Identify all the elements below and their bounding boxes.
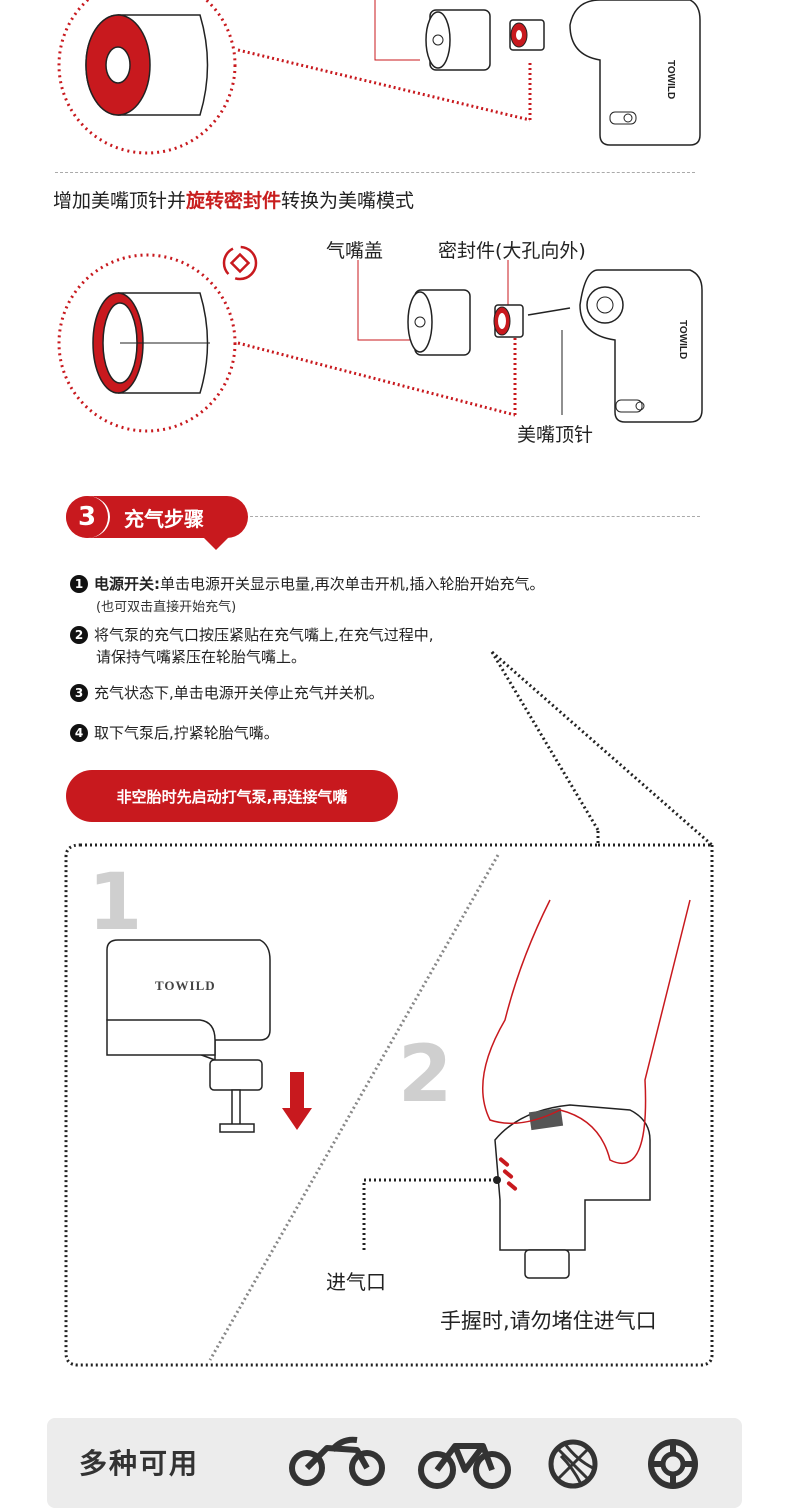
svg-text:TOWILD: TOWILD bbox=[665, 60, 676, 99]
step-text: 充气状态下,单击电源开关停止充气并关机。 bbox=[94, 684, 384, 702]
step-text: 将气泵的充气口按压紧贴在充气嘴上,在充气过程中, bbox=[94, 626, 434, 644]
step-item-4: 4 取下气泵后,拧紧轮胎气嘴。 bbox=[70, 722, 279, 744]
steps-badge-number: 3 bbox=[66, 496, 110, 538]
steps-badge: 3 充气步骤 bbox=[66, 496, 248, 538]
steps-badge-title: 充气步骤 bbox=[124, 506, 204, 531]
steps-badge-pointer bbox=[200, 534, 232, 550]
mode-caption-suffix: 转换为美嘴模式 bbox=[281, 190, 415, 212]
label-hold-warning: 手握时,请勿堵住进气口 bbox=[440, 1309, 657, 1333]
pump-logo-1: TOWILD bbox=[155, 978, 216, 993]
step-text: 单击电源开关显示电量,再次单击开机,插入轮胎开始充气。 bbox=[160, 575, 545, 593]
mode-caption-prefix: 增加美嘴顶针并 bbox=[53, 190, 187, 212]
step-bold-label: 电源开关: bbox=[94, 575, 160, 593]
motorcycle-icon bbox=[289, 1436, 385, 1486]
step-number: 3 bbox=[70, 684, 88, 702]
step-number: 4 bbox=[70, 724, 88, 742]
bicycle-icon bbox=[418, 1443, 511, 1489]
mode-caption: 增加美嘴顶针并旋转密封件转换为美嘴模式 bbox=[53, 186, 414, 213]
step-number: 1 bbox=[70, 575, 88, 593]
svg-text:TOWILD: TOWILD bbox=[677, 320, 688, 359]
step-item-2: 2 将气泵的充气口按压紧贴在充气嘴上,在充气过程中, 请保持气嘴紧压在轮胎气嘴上。 bbox=[70, 624, 434, 668]
basketball-icon bbox=[548, 1439, 598, 1489]
step-note: (也可双击直接开始充气) bbox=[96, 600, 237, 615]
rotate-icon bbox=[222, 245, 258, 281]
mode-caption-highlight: 旋转密封件 bbox=[186, 190, 282, 212]
usage-illustration bbox=[64, 650, 714, 1367]
footer-title: 多种可用 bbox=[79, 1447, 200, 1480]
section-divider bbox=[55, 172, 695, 173]
step-note: 请保持气嘴紧压在轮胎气嘴上。 bbox=[96, 648, 307, 666]
label-valve-cap: 气嘴盖 bbox=[326, 240, 384, 262]
label-presta-pin: 美嘴顶针 bbox=[517, 424, 594, 446]
top-seal-illustration: TOWILD bbox=[57, 0, 701, 155]
swim-ring-icon bbox=[648, 1439, 698, 1489]
usage-footer: 多种可用 bbox=[47, 1418, 742, 1508]
presta-mode-illustration: TOWILD bbox=[57, 245, 703, 433]
tip-banner: 非空胎时先启动打气泵,再连接气嘴 bbox=[66, 770, 398, 822]
step-number: 2 bbox=[70, 626, 88, 644]
label-inlet: 进气口 bbox=[326, 1270, 386, 1294]
steps-section-divider bbox=[240, 516, 700, 517]
step-text: 取下气泵后,拧紧轮胎气嘴。 bbox=[94, 724, 279, 742]
label-seal: 密封件(大孔向外) bbox=[438, 240, 586, 262]
illustration-step-two: 2 bbox=[398, 1030, 453, 1120]
step-item-3: 3 充气状态下,单击电源开关停止充气并关机。 bbox=[70, 682, 384, 704]
step-item-1: 1 电源开关:单击电源开关显示电量,再次单击开机,插入轮胎开始充气。 (也可双击直… bbox=[70, 573, 545, 619]
illustration-step-one: 1 bbox=[88, 858, 143, 948]
